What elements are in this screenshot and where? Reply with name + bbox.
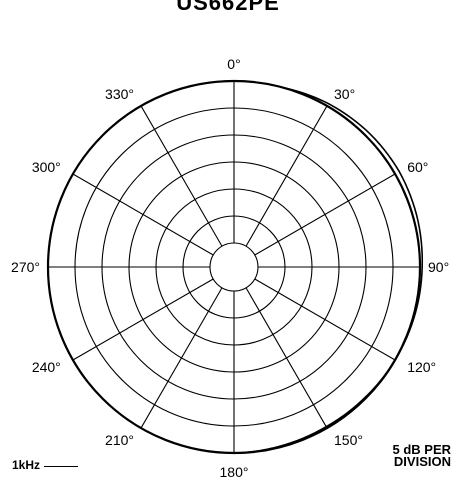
legend-series-name: 1kHz: [12, 458, 41, 472]
spoke-300: [72, 173, 214, 256]
angle-label-60: 60°: [407, 159, 428, 175]
angle-labels: 0° 30° 60° 90° 120° 150° 180° 210° 240° 270° 300° 3…: [11, 56, 449, 480]
series-1khz-curve: [47, 80, 424, 454]
radial-scale-line-2: DIVISION: [393, 454, 451, 469]
spoke-120: [254, 278, 396, 361]
angle-label-30: 30°: [334, 86, 355, 102]
spoke-240: [72, 278, 214, 361]
series-group: [47, 80, 424, 454]
radial-scale-label: 5 dB PER DIVISION: [392, 442, 451, 469]
spoke-210: [140, 287, 223, 429]
legend-line-sample: [44, 466, 79, 467]
angle-label-210: 210°: [105, 432, 134, 448]
angle-label-240: 240°: [32, 359, 61, 375]
spoke-60: [254, 173, 396, 256]
angle-label-120: 120°: [407, 359, 436, 375]
spoke-150: [245, 287, 328, 429]
angle-label-330: 330°: [105, 86, 134, 102]
angle-label-150: 150°: [334, 432, 363, 448]
angle-label-270: 270°: [11, 259, 40, 275]
chart-title: US662PE: [176, 0, 280, 15]
spoke-30: [245, 105, 328, 247]
polar-spokes: [48, 81, 420, 453]
angle-label-90: 90°: [428, 259, 449, 275]
angle-label-0: 0°: [227, 56, 240, 72]
legend: 1kHz: [12, 458, 79, 472]
radial-scale-line-1: 5 dB PER: [392, 442, 451, 457]
angle-label-300: 300°: [32, 159, 61, 175]
grid-ring-0: [209, 242, 259, 292]
spoke-330: [140, 105, 223, 247]
angle-label-180: 180°: [220, 464, 249, 480]
